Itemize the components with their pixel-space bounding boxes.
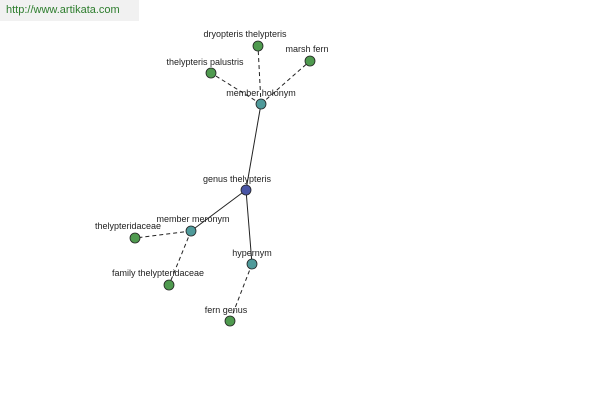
node-family[interactable]: family thelypteridaceae — [112, 268, 204, 291]
edge-meronym-thelypteridaceae — [134, 230, 192, 239]
node-hypernym[interactable]: hypernym — [232, 248, 272, 270]
node-circle-holonym[interactable] — [255, 98, 267, 110]
node-label-dryopteris[interactable]: dryopteris thelypteris — [203, 29, 287, 39]
node-label-marsh[interactable]: marsh fern — [285, 44, 328, 54]
node-label-hypernym[interactable]: hypernym — [232, 248, 272, 258]
nodes-layer: genus thelypteris member holonym member me… — [95, 29, 329, 327]
node-label-thelypteridaceae[interactable]: thelypteridaceae — [95, 221, 161, 231]
node-label-holonym[interactable]: member holonym — [226, 88, 296, 98]
node-circle-palustris[interactable] — [205, 67, 217, 79]
node-circle-thelypteridaceae[interactable] — [129, 232, 141, 244]
node-root[interactable]: genus thelypteris — [203, 174, 272, 196]
node-label-fern[interactable]: fern genus — [205, 305, 248, 315]
site-url-link[interactable]: http://www.artikata.com — [6, 4, 120, 16]
edge-meronym-family — [168, 230, 192, 286]
node-circle-hypernym[interactable] — [246, 258, 258, 270]
node-label-palustris[interactable]: thelypteris palustris — [166, 57, 244, 67]
node-circle-dryopteris[interactable] — [252, 40, 264, 52]
edge-holonym-dryopteris — [257, 45, 262, 105]
node-meronym[interactable]: member meronym — [156, 214, 230, 237]
node-holonym[interactable]: member holonym — [226, 88, 296, 110]
node-circle-root[interactable] — [240, 184, 252, 196]
edge-hypernym-fern — [229, 263, 253, 322]
node-marsh[interactable]: marsh fern — [285, 44, 329, 67]
site-banner: http://www.artikata.com — [0, 0, 139, 21]
node-label-family[interactable]: family thelypteridaceae — [112, 268, 204, 278]
node-circle-family[interactable] — [163, 279, 175, 291]
node-thelypteridaceae[interactable]: thelypteridaceae — [95, 221, 161, 244]
edge-root-hypernym — [245, 189, 253, 265]
node-circle-fern[interactable] — [224, 315, 236, 327]
node-circle-meronym[interactable] — [185, 225, 197, 237]
node-palustris[interactable]: thelypteris palustris — [166, 57, 244, 79]
edge-holonym-marsh — [260, 60, 311, 105]
node-fern[interactable]: fern genus — [205, 305, 248, 327]
node-label-root[interactable]: genus thelypteris — [203, 174, 272, 184]
edge-root-holonym — [245, 103, 262, 191]
edge-root-meronym — [190, 189, 247, 232]
edge-holonym-palustris — [210, 72, 262, 105]
node-dryopteris[interactable]: dryopteris thelypteris — [203, 29, 287, 52]
edges-layer — [134, 45, 311, 322]
node-label-meronym[interactable]: member meronym — [156, 214, 229, 224]
node-circle-marsh[interactable] — [304, 55, 316, 67]
